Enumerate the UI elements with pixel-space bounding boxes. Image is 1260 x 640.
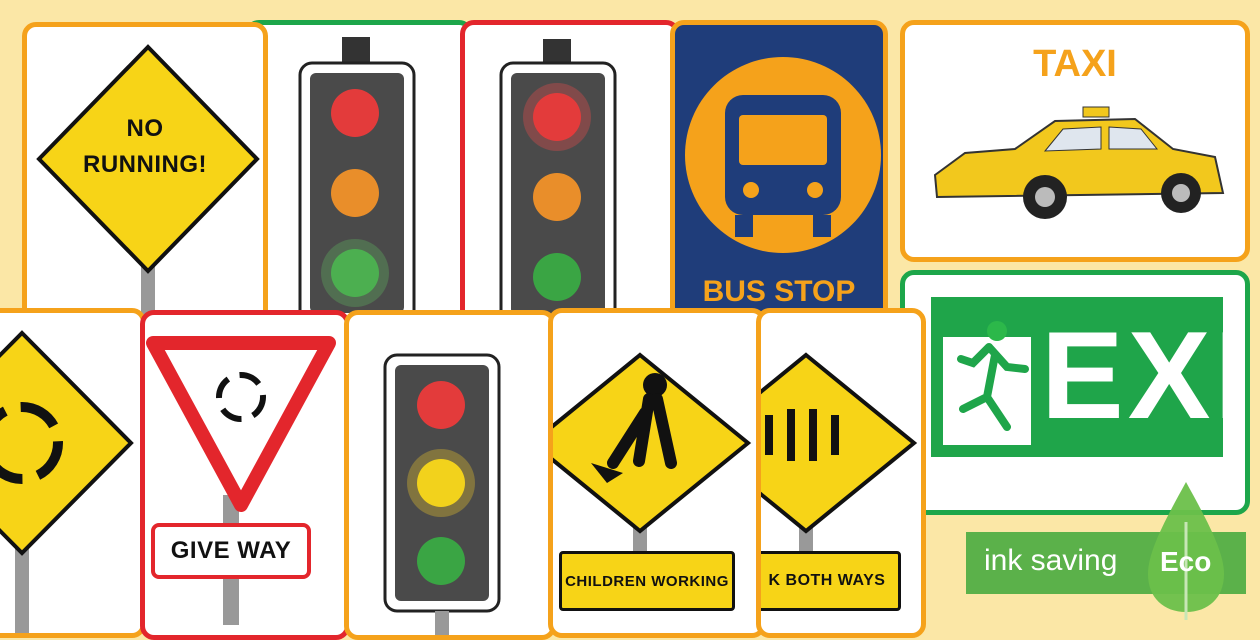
give-way-card: GIVE WAY bbox=[140, 310, 350, 640]
taxi-label: TAXI bbox=[1033, 43, 1117, 85]
ink-saving-text: ink saving bbox=[984, 544, 1118, 577]
give-way-label: GIVE WAY bbox=[170, 537, 292, 564]
look-both-ways-card: K BOTH WAYS bbox=[756, 308, 926, 638]
traffic-light-green-icon bbox=[298, 37, 416, 363]
bus-icon bbox=[685, 57, 881, 253]
eco-leaf-icon bbox=[1148, 482, 1224, 620]
running-man-icon bbox=[943, 321, 1031, 445]
traffic-light-amber-icon bbox=[383, 353, 501, 635]
look-both-ways-label: K BOTH WAYS bbox=[768, 572, 886, 589]
traffic-light-red-icon bbox=[499, 39, 617, 327]
bus-stop-label: BUS STOP bbox=[702, 275, 856, 308]
roundabout-sign-icon bbox=[0, 330, 134, 633]
traffic-light-amber-card bbox=[344, 310, 556, 640]
eco-label: Eco bbox=[1160, 546, 1212, 577]
exit-sign-panel: EXIT bbox=[931, 297, 1245, 457]
no-running-line1: NO bbox=[126, 115, 164, 142]
children-working-card: CHILDREN WORKING bbox=[548, 308, 766, 638]
no-running-text: NO RUNNING! bbox=[27, 115, 263, 179]
taxi-car-icon bbox=[933, 106, 1225, 219]
taxi-card: TAXI bbox=[900, 20, 1250, 262]
roundabout-card bbox=[0, 308, 146, 638]
look-both-ways-plate: K BOTH WAYS bbox=[761, 551, 901, 611]
children-working-label: CHILDREN WORKING bbox=[565, 572, 729, 590]
exit-label: EXIT bbox=[1041, 307, 1250, 445]
give-way-plate: GIVE WAY bbox=[151, 523, 311, 579]
no-running-line2: RUNNING! bbox=[83, 151, 207, 178]
exit-card: EXIT bbox=[900, 270, 1250, 515]
worker-sign-icon bbox=[553, 352, 752, 563]
give-way-sign-icon bbox=[146, 336, 336, 625]
children-working-plate: CHILDREN WORKING bbox=[559, 551, 735, 611]
